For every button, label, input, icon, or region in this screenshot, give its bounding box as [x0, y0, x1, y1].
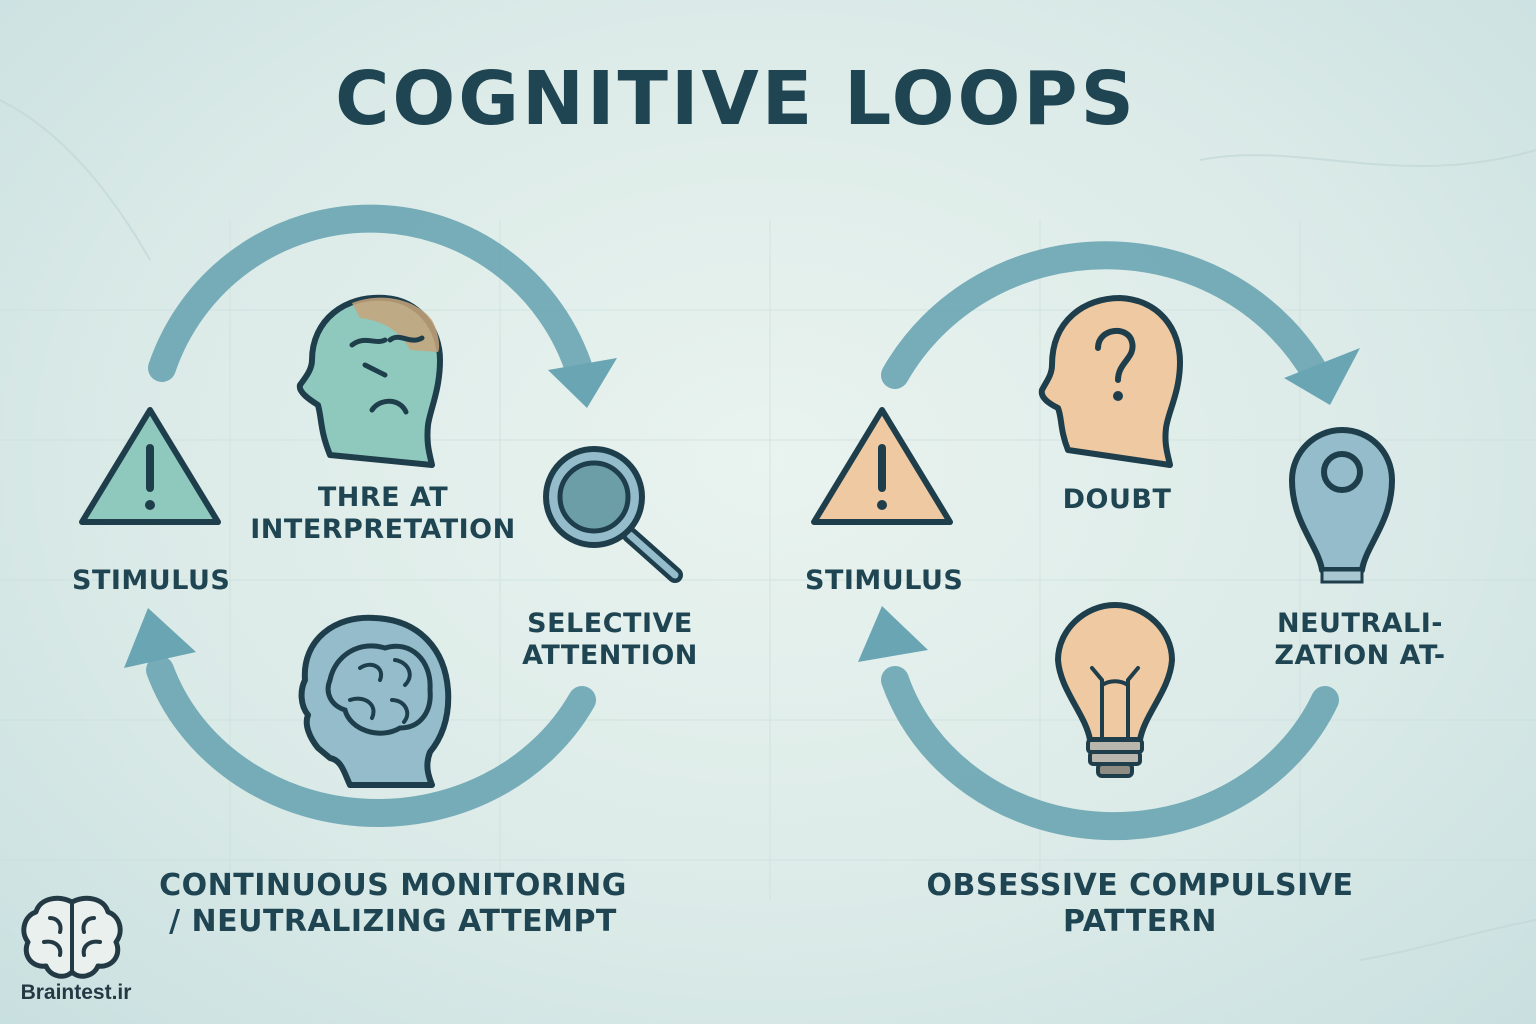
right-bottom-arrowhead: [858, 606, 928, 662]
left-loop-caption-line1: CONTINUOUS MONITORING: [159, 868, 627, 903]
right-loop-arrows: [858, 241, 1360, 841]
magnifier-icon: [543, 446, 683, 583]
left-bottom-arc-arrow: [146, 656, 596, 828]
left-top-arc-arrow: [148, 204, 594, 386]
node-stimulus-right: STIMULUS: [805, 565, 964, 596]
bulb-icon: [1289, 427, 1395, 584]
node-neutralization-line1: NEUTRALI-: [1276, 608, 1444, 639]
bulb-icon: [1055, 602, 1175, 778]
left-top-arrowhead: [548, 358, 617, 408]
left-loop-arrows: [124, 204, 617, 828]
question-head-icon: [1038, 295, 1183, 468]
page-title: COGNITIVE LOOPS: [335, 56, 1137, 142]
brain-head-icon: [298, 614, 452, 788]
left-loop-caption: CONTINUOUS MONITORING / NEUTRALIZING ATT…: [150, 868, 636, 940]
node-neutralization: NEUTRALI- ZATION AT-: [1240, 608, 1480, 673]
brain-logo-icon: [21, 895, 123, 979]
right-loop-caption-line1: OBSESSIVE COMPULSIVE: [926, 868, 1354, 903]
warning-icon: [811, 407, 953, 525]
worried-head-icon: [296, 294, 443, 468]
node-neutralization-line2: ZATION AT-: [1274, 640, 1446, 672]
node-selective-attention-line1: SELECTIVE: [527, 608, 693, 639]
node-threat-interpretation-line2: INTERPRETATION: [250, 514, 516, 546]
node-selective-attention-line2: ATTENTION: [522, 640, 698, 672]
right-top-arrowhead: [1284, 348, 1360, 405]
brand-label: Braintest.ir: [20, 981, 132, 1004]
right-bottom-arc-arrow: [881, 666, 1339, 841]
left-bottom-arrowhead: [124, 608, 196, 668]
warning-icon: [79, 407, 221, 525]
right-top-arc-arrow: [881, 241, 1332, 392]
left-loop-caption-line2: / NEUTRALIZING ATTEMPT: [169, 904, 617, 939]
right-loop-caption: OBSESSIVE COMPULSIVE PATTERN: [900, 868, 1380, 940]
node-doubt: DOUBT: [1062, 484, 1172, 515]
right-loop-caption-line2: PATTERN: [1063, 904, 1217, 939]
node-threat-interpretation: THRE AT INTERPRETATION: [238, 482, 528, 547]
node-stimulus-left: STIMULUS: [72, 565, 231, 596]
node-threat-interpretation-line1: THRE AT: [317, 482, 449, 513]
node-selective-attention: SELECTIVE ATTENTION: [505, 608, 715, 673]
